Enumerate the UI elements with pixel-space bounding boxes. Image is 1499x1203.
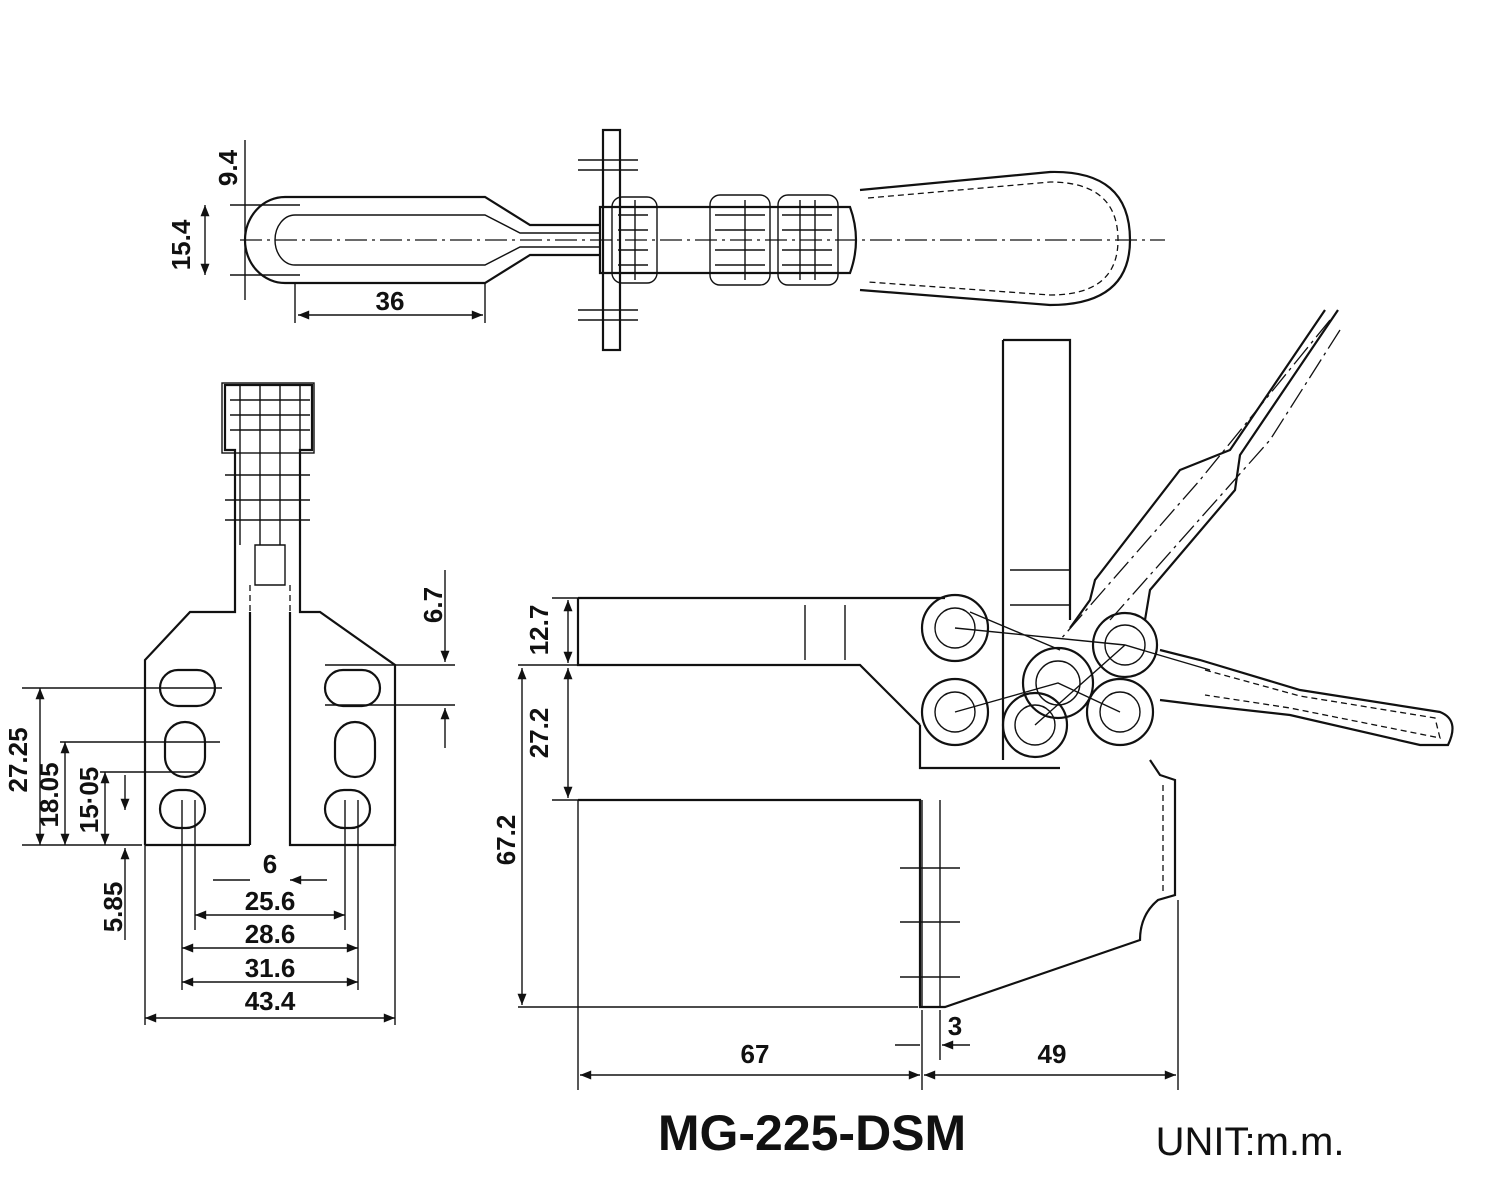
top-view: 9.4 15.4 36: [166, 128, 1165, 352]
unit-label: UNIT:m.m.: [1156, 1120, 1345, 1164]
dim-25-6: 25.6: [245, 886, 296, 916]
dim-36: 36: [376, 286, 405, 316]
dim-12-7: 12.7: [524, 605, 554, 656]
dim-3: 3: [948, 1011, 962, 1041]
dim-28-6: 28.6: [245, 919, 296, 949]
dim-31-6: 31.6: [245, 953, 296, 983]
model-title: MG-225-DSM: [658, 1105, 966, 1161]
dim-27-25: 27.25: [3, 727, 33, 792]
dim-18-05: 18.05: [34, 762, 64, 827]
dim-43-4: 43.4: [245, 986, 296, 1016]
pivot-pins: [920, 593, 1159, 759]
side-view: 12.7 27.2 67.2 3 67 49: [491, 309, 1454, 1090]
front-view: 6.7 27.25 18.05 15·05 5.85 6 25.6 28.6 3…: [3, 382, 455, 1025]
mounting-slots: [158, 668, 382, 830]
dim-6-7: 6.7: [418, 587, 448, 623]
dim-67: 67: [741, 1039, 770, 1069]
dim-6: 6: [263, 849, 277, 879]
dim-5-85: 5.85: [98, 882, 128, 933]
dim-15-05: 15·05: [74, 767, 104, 834]
dim-27-2: 27.2: [524, 708, 554, 759]
dim-15-4: 15.4: [166, 219, 196, 270]
dim-9-4: 9.4: [213, 149, 243, 186]
dim-67-2: 67.2: [491, 815, 521, 866]
dim-49: 49: [1038, 1039, 1067, 1069]
